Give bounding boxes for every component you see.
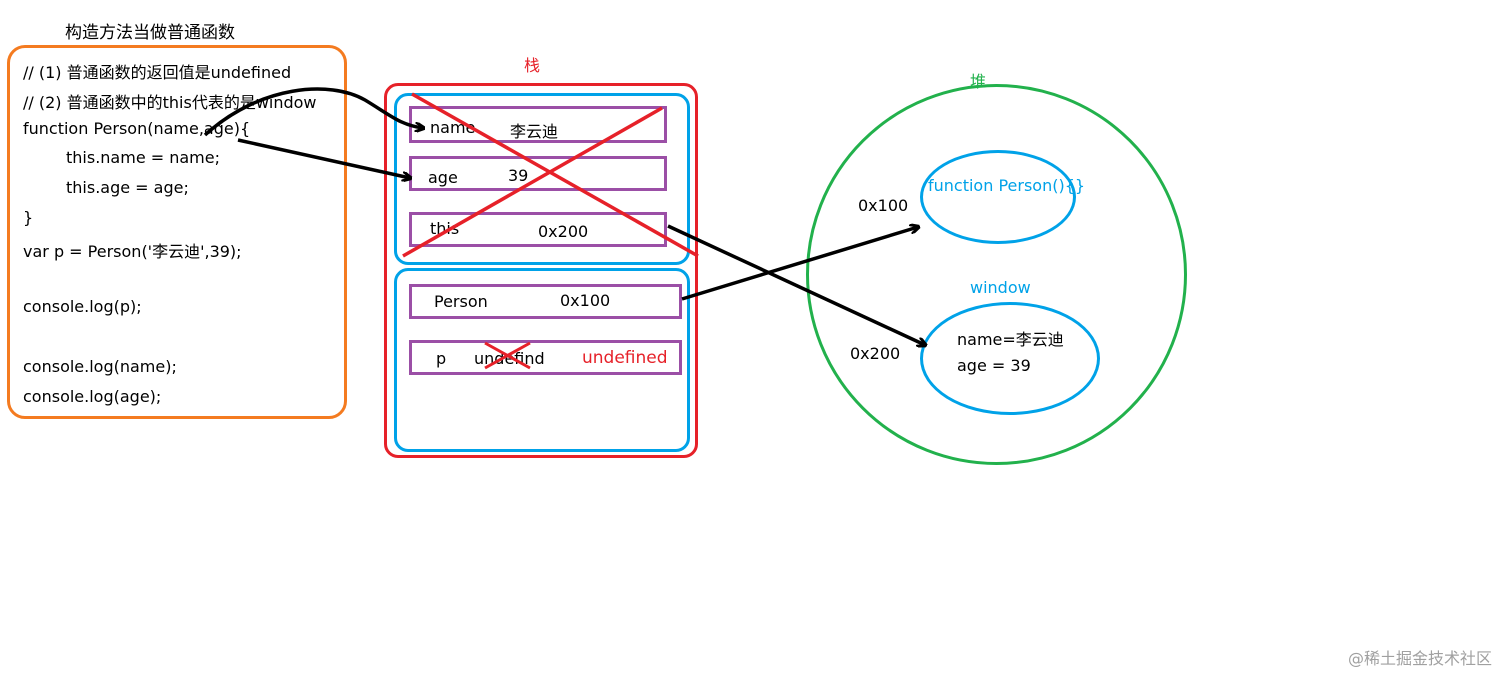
code-line-4: this.name = name; xyxy=(66,148,220,167)
slot-this-value: 0x200 xyxy=(538,222,589,241)
heap-function-text: function Person(){} xyxy=(928,176,1086,195)
code-line-5: this.age = age; xyxy=(66,178,189,197)
slot-p-label: p xyxy=(436,349,447,368)
code-line-8: console.log(p); xyxy=(23,297,142,316)
heap-window-object xyxy=(920,302,1100,415)
slot-person-label: Person xyxy=(434,292,488,311)
slot-p xyxy=(409,340,682,375)
code-line-9: console.log(name); xyxy=(23,357,177,376)
code-line-10: console.log(age); xyxy=(23,387,162,406)
heap-function-object xyxy=(920,150,1076,244)
slot-person-value: 0x100 xyxy=(560,291,611,310)
heap-window-address: 0x200 xyxy=(850,344,901,363)
code-line-6: } xyxy=(23,208,34,227)
watermark: @稀土掘金技术社区 xyxy=(1347,649,1492,668)
slot-p-old-value: undefind xyxy=(474,349,545,368)
code-box xyxy=(7,45,347,419)
code-line-7: var p = Person('李云迪',39); xyxy=(23,242,242,261)
code-line-3: function Person(name,age){ xyxy=(23,119,251,138)
slot-age-label: age xyxy=(428,168,458,187)
slot-name-value: 李云迪 xyxy=(510,122,559,141)
heap-function-address: 0x100 xyxy=(858,196,909,215)
diagram-title: 构造方法当做普通函数 xyxy=(65,23,235,43)
code-line-2: // (2) 普通函数中的this代表的是window xyxy=(23,93,317,112)
slot-age-value: 39 xyxy=(508,166,529,185)
heap-window-prop-age: age = 39 xyxy=(957,356,1031,375)
heap-window-label: window xyxy=(970,278,1031,297)
code-line-1: // (1) 普通函数的返回值是undefined xyxy=(23,63,292,82)
stack-label: 栈 xyxy=(524,56,541,75)
stack-frame-global xyxy=(394,268,690,452)
slot-p-new-value: undefined xyxy=(582,348,668,368)
slot-this-label: this xyxy=(430,219,460,238)
heap-window-prop-name: name=李云迪 xyxy=(957,330,1064,349)
slot-name-label: name xyxy=(430,118,476,137)
